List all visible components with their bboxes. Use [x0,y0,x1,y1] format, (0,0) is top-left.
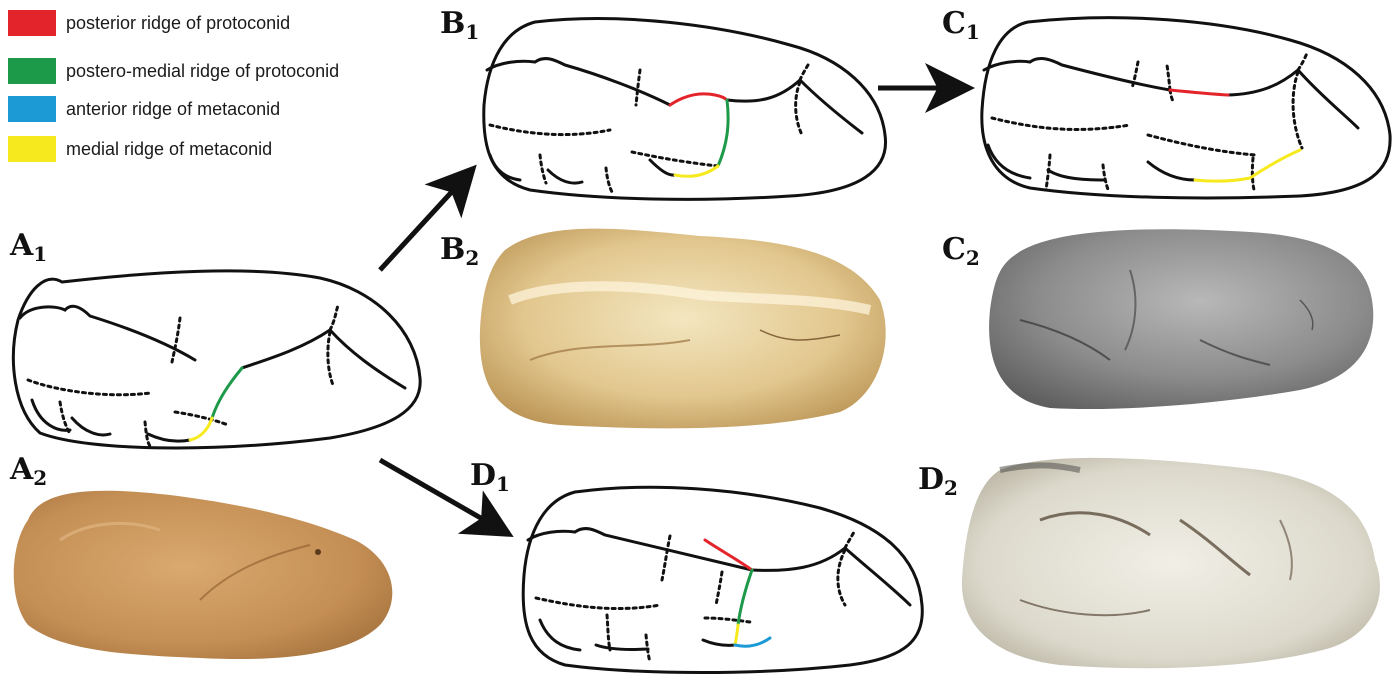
panel-label-B2: B2 [440,232,479,270]
legend-swatch [8,96,56,122]
panel-label-D1: D1 [470,458,510,496]
legend-label: medial ridge of metaconid [66,139,272,160]
tooth-shape-D2 [962,458,1380,668]
panel-label-C1: C1 [942,6,980,44]
photo-B2 [480,229,886,429]
panel-label-B1: B1 [440,6,479,44]
photo-A2 [14,491,393,659]
legend-swatch [8,136,56,162]
drawing-D1 [523,487,922,672]
panel-label-A2: A2 [10,452,47,490]
panel-label-A1: A1 [10,228,47,266]
legend-swatch [8,58,56,84]
legend-label: posterior ridge of protoconid [66,13,290,34]
tooth-shape-C2 [989,229,1373,409]
legend-swatch [8,10,56,36]
legend-label: anterior ridge of metaconid [66,99,280,120]
drawing-A1 [13,271,420,448]
panel-label-D2: D2 [918,462,958,500]
tooth-shape-B2 [480,229,886,429]
legend-label: postero-medial ridge of protoconid [66,61,339,82]
drawing-C1 [982,18,1390,198]
panel-label-C2: C2 [942,232,980,270]
outline-C1 [982,18,1390,198]
photo-D2 [962,458,1380,668]
drawing-B1 [484,19,886,200]
tooth-shape-A2 [14,491,393,659]
photo-C2 [989,229,1373,409]
